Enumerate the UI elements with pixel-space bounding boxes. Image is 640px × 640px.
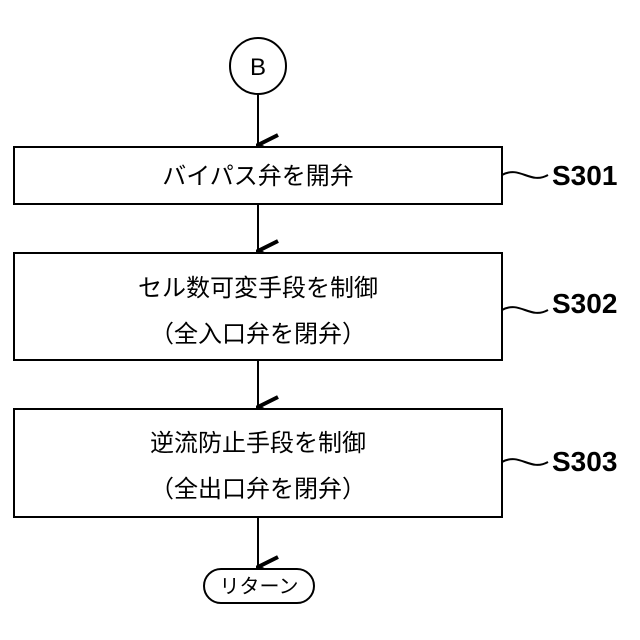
leader-s303 [502,459,548,465]
terminal-node: リターン [204,569,314,603]
step-s303-text-line1: 逆流防止手段を制御 [150,429,366,457]
step-s301: バイパス弁を開弁 [14,147,502,204]
step-s303-id: S303 [552,446,617,477]
step-s302-text-line1: セル数可変手段を制御 [138,274,378,302]
leader-s301 [502,172,548,178]
step-s301-text: バイパス弁を開弁 [162,162,354,190]
connector-node: B [230,38,286,94]
step-s303: 逆流防止手段を制御 （全出口弁を閉弁） [14,409,502,517]
step-s302-id: S302 [552,288,617,319]
step-s301-id: S301 [552,160,617,191]
step-s303-text-line2: （全出口弁を閉弁） [150,475,366,503]
terminal-label: リターン [220,574,299,598]
connector-label: B [250,54,266,81]
step-s302-text-line2: （全入口弁を閉弁） [150,320,366,348]
step-s302: セル数可変手段を制御 （全入口弁を閉弁） [14,253,502,360]
leader-s302 [502,307,548,313]
